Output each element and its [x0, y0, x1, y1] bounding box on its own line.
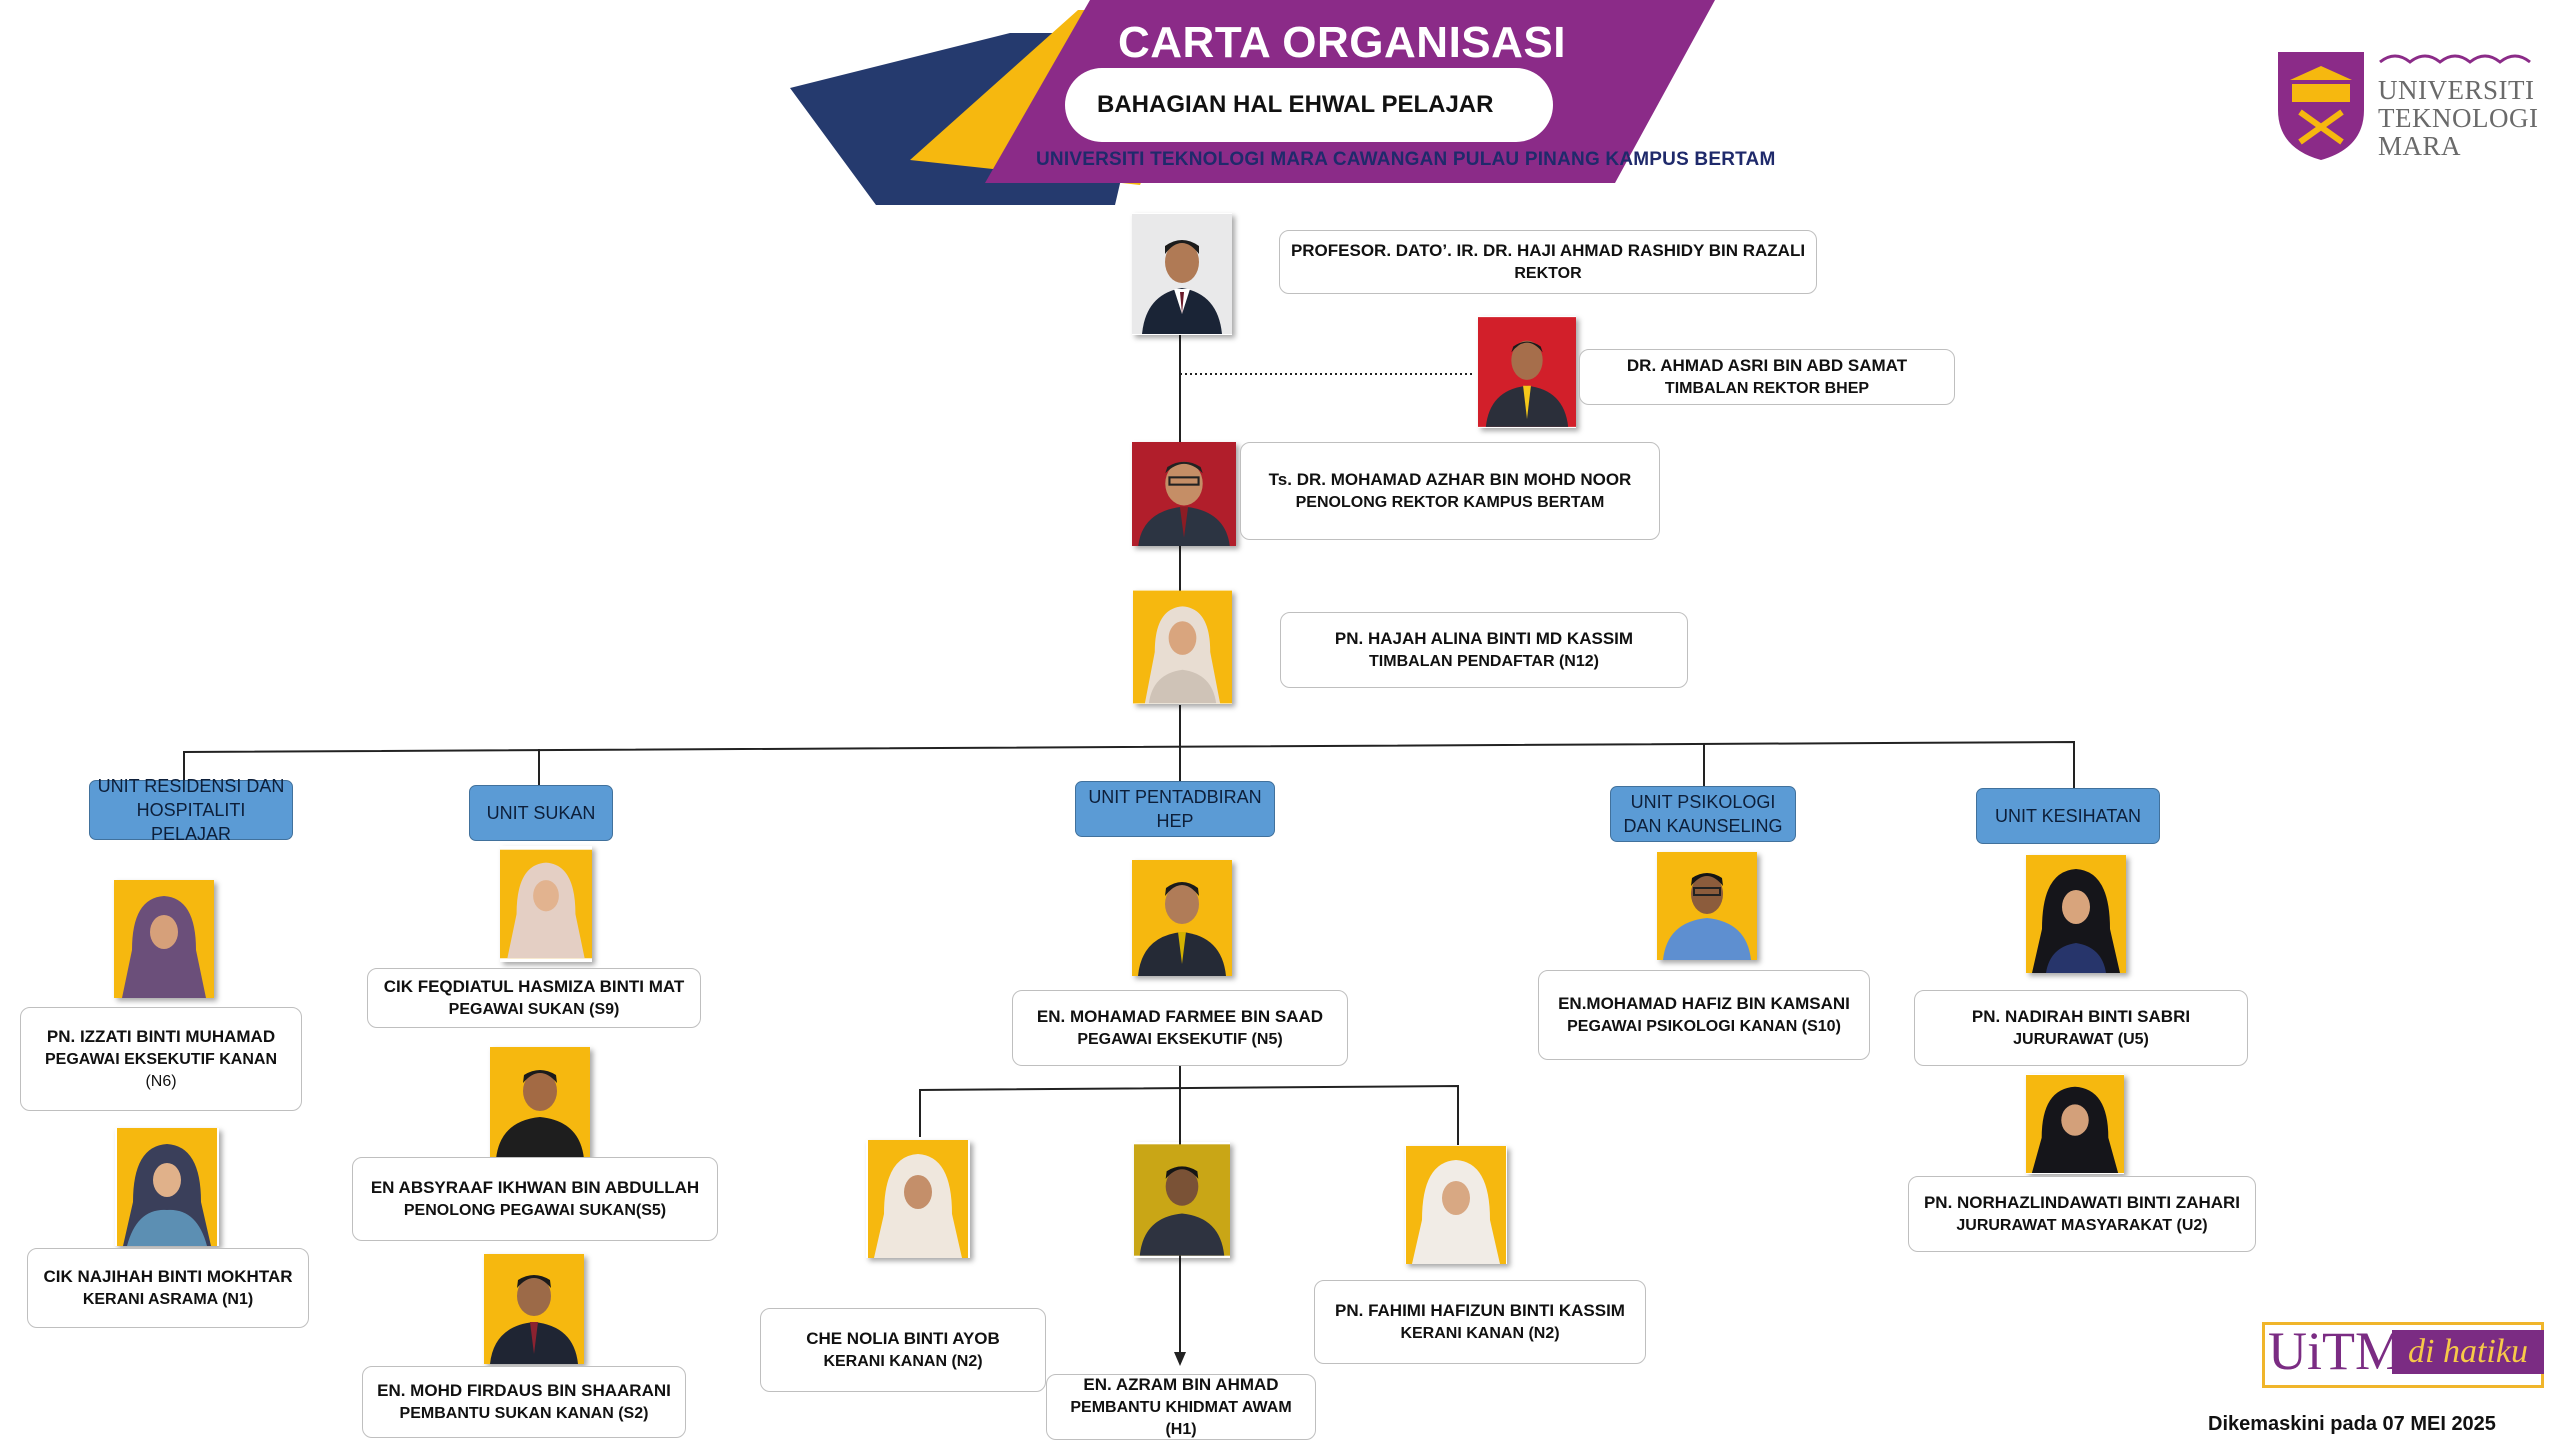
name-timbalan-rektor: DR. AHMAD ASRI BIN ABD SAMAT	[1626, 355, 1908, 375]
role-izzati: PEGAWAI EKSEKUTIF KANAN	[44, 1050, 277, 1068]
role-absyraaf: PENOLONG PEGAWAI SUKAN(S5)	[403, 1201, 667, 1219]
card-timbalan-rektor: DR. AHMAD ASRI BIN ABD SAMAT TIMBALAN RE…	[1579, 349, 1955, 405]
photo-farmee	[1132, 860, 1232, 976]
card-nadirah: PN. NADIRAH BINTI SABRI JURURAWAT (U5)	[1914, 990, 2248, 1066]
photo-timbalan-pendaftar	[1133, 590, 1232, 704]
name-farmee: EN. MOHAMAD FARMEE BIN SAAD	[1036, 1006, 1324, 1026]
role-nadirah: JURURAWAT (U5)	[2013, 1030, 2149, 1048]
name-hafiz: EN.MOHAMAD HAFIZ BIN KAMSANI	[1558, 993, 1850, 1013]
photo-azram	[1134, 1142, 1230, 1258]
photo-absyraaf	[490, 1047, 590, 1159]
unit-sukan: UNIT SUKAN	[469, 785, 613, 841]
role-penolong-rektor: PENOLONG REKTOR KAMPUS BERTAM	[1295, 493, 1605, 511]
name-rektor: PROFESOR. DATO’. IR. DR. HAJI AHMAD RASH…	[1290, 240, 1806, 260]
photo-firdaus	[484, 1254, 584, 1364]
chart-title: CARTA ORGANISASI	[1118, 18, 1566, 67]
role-farmee: PEGAWAI EKSEKUTIF (N5)	[1077, 1030, 1283, 1048]
updated-date: Dikemaskini pada 07 MEI 2025	[2208, 1413, 2496, 1435]
name-azram: EN. AZRAM BIN AHMAD	[1083, 1374, 1279, 1394]
unit-kesihatan-label: UNIT KESIHATAN	[1994, 805, 2142, 826]
role-azram: PEMBANTU KHIDMAT AWAM (H1)	[1070, 1398, 1292, 1438]
role-timbalan-pendaftar: TIMBALAN PENDAFTAR (N12)	[1369, 652, 1599, 670]
name-norhazlindawati: PN. NORHAZLINDAWATI BINTI ZAHARI	[1923, 1192, 2241, 1212]
role-feqdiatul: PEGAWAI SUKAN (S9)	[448, 1000, 620, 1018]
logo-line-teknologi: TEKNOLOGI	[2378, 103, 2539, 133]
unit-residensi-label: UNIT RESIDENSI DAN HOSPITALITI PELAJAR	[97, 775, 285, 845]
photo-nolia	[866, 1140, 970, 1258]
card-fahimi: PN. FAHIMI HAFIZUN BINTI KASSIM KERANI K…	[1314, 1280, 1646, 1364]
photo-izzati	[114, 880, 214, 998]
card-timbalan-pendaftar: PN. HAJAH ALINA BINTI MD KASSIM TIMBALAN…	[1280, 612, 1688, 688]
card-feqdiatul: CIK FEQDIATUL HASMIZA BINTI MAT PEGAWAI …	[367, 968, 701, 1028]
card-nolia: CHE NOLIA BINTI AYOB KERANI KANAN (N2)	[760, 1308, 1046, 1392]
card-hafiz: EN.MOHAMAD HAFIZ BIN KAMSANI PEGAWAI PSI…	[1538, 970, 1870, 1060]
campus-name: UNIVERSITI TEKNOLOGI MARA CAWANGAN PULAU…	[1036, 149, 1776, 170]
role-nolia: KERANI KANAN (N2)	[823, 1352, 983, 1370]
role-firdaus: PEMBANTU SUKAN KANAN (S2)	[399, 1404, 649, 1422]
card-firdaus: EN. MOHD FIRDAUS BIN SHAARANI PEMBANTU S…	[362, 1366, 686, 1438]
name-timbalan-pendaftar: PN. HAJAH ALINA BINTI MD KASSIM	[1334, 628, 1634, 648]
name-feqdiatul: CIK FEQDIATUL HASMIZA BINTI MAT	[383, 976, 685, 996]
name-nolia: CHE NOLIA BINTI AYOB	[806, 1328, 1000, 1348]
badge-uitm-text: UiTM	[2268, 1321, 2403, 1381]
name-penolong-rektor: Ts. DR. MOHAMAD AZHAR BIN MOHD NOOR	[1268, 469, 1632, 489]
card-izzati: PN. IZZATI BINTI MUHAMAD PEGAWAI EKSEKUT…	[20, 1007, 302, 1111]
name-firdaus: EN. MOHD FIRDAUS BIN SHAARANI	[377, 1380, 671, 1400]
photo-rektor	[1132, 213, 1232, 335]
photo-feqdiatul	[500, 846, 592, 962]
department-pill: BAHAGIAN HAL EHWAL PELAJAR	[1065, 68, 1553, 142]
role-norhazlindawati: JURURAWAT MASYARAKAT (U2)	[1956, 1216, 2208, 1234]
department-name: BAHAGIAN HAL EHWAL PELAJAR	[1097, 91, 1494, 118]
card-najihah: CIK NAJIHAH BINTI MOKHTAR KERANI ASRAMA …	[27, 1248, 309, 1328]
card-rektor: PROFESOR. DATO’. IR. DR. HAJI AHMAD RASH…	[1279, 230, 1817, 294]
role-hafiz: PEGAWAI PSIKOLOGI KANAN (S10)	[1567, 1017, 1841, 1035]
unit-pentadbiran-label: UNIT PENTADBIRAN HEP	[1088, 786, 1262, 831]
photo-penolong-rektor	[1132, 442, 1236, 546]
jawi-script	[2379, 54, 2531, 64]
unit-kesihatan: UNIT KESIHATAN	[1976, 788, 2160, 844]
card-norhazlindawati: PN. NORHAZLINDAWATI BINTI ZAHARI JURURAW…	[1908, 1176, 2256, 1252]
photo-timbalan-rektor	[1478, 316, 1576, 428]
card-absyraaf: EN ABSYRAAF IKHWAN BIN ABDULLAH PENOLONG…	[352, 1157, 718, 1241]
card-azram: EN. AZRAM BIN AHMAD PEMBANTU KHIDMAT AWA…	[1046, 1374, 1316, 1440]
card-penolong-rektor: Ts. DR. MOHAMAD AZHAR BIN MOHD NOOR PENO…	[1240, 442, 1660, 540]
name-nadirah: PN. NADIRAH BINTI SABRI	[1971, 1006, 2191, 1026]
name-najihah: CIK NAJIHAH BINTI MOKHTAR	[43, 1266, 293, 1286]
uitm-logo	[2278, 52, 2531, 160]
unit-pentadbiran: UNIT PENTADBIRAN HEP	[1075, 781, 1275, 837]
unit-residensi: UNIT RESIDENSI DAN HOSPITALITI PELAJAR	[89, 776, 293, 844]
grade-izzati: (N6)	[145, 1072, 177, 1090]
photo-hafiz	[1657, 852, 1757, 960]
badge-tagline: di hatiku	[2392, 1330, 2544, 1374]
unit-psikologi: UNIT PSIKOLOGI DAN KAUNSELING	[1610, 786, 1796, 842]
photo-fahimi	[1405, 1146, 1507, 1264]
role-fahimi: KERANI KANAN (N2)	[1400, 1324, 1560, 1342]
role-timbalan-rektor: TIMBALAN REKTOR BHEP	[1664, 379, 1870, 397]
logo-line-universiti: UNIVERSITI	[2378, 75, 2535, 105]
name-absyraaf: EN ABSYRAAF IKHWAN BIN ABDULLAH	[370, 1177, 700, 1197]
unit-sukan-label: UNIT SUKAN	[486, 802, 596, 823]
unit-psikologi-label: UNIT PSIKOLOGI DAN KAUNSELING	[1623, 791, 1783, 836]
card-farmee: EN. MOHAMAD FARMEE BIN SAAD PEGAWAI EKSE…	[1012, 990, 1348, 1066]
photo-najihah	[115, 1128, 219, 1246]
name-izzati: PN. IZZATI BINTI MUHAMAD	[46, 1026, 276, 1046]
name-fahimi: PN. FAHIMI HAFIZUN BINTI KASSIM	[1335, 1300, 1625, 1320]
photo-nadirah	[2026, 855, 2126, 973]
photo-norhazlindawati	[2026, 1074, 2124, 1174]
role-najihah: KERANI ASRAMA (N1)	[82, 1290, 254, 1308]
role-rektor: REKTOR	[1514, 264, 1582, 282]
logo-line-mara: MARA	[2378, 131, 2462, 161]
